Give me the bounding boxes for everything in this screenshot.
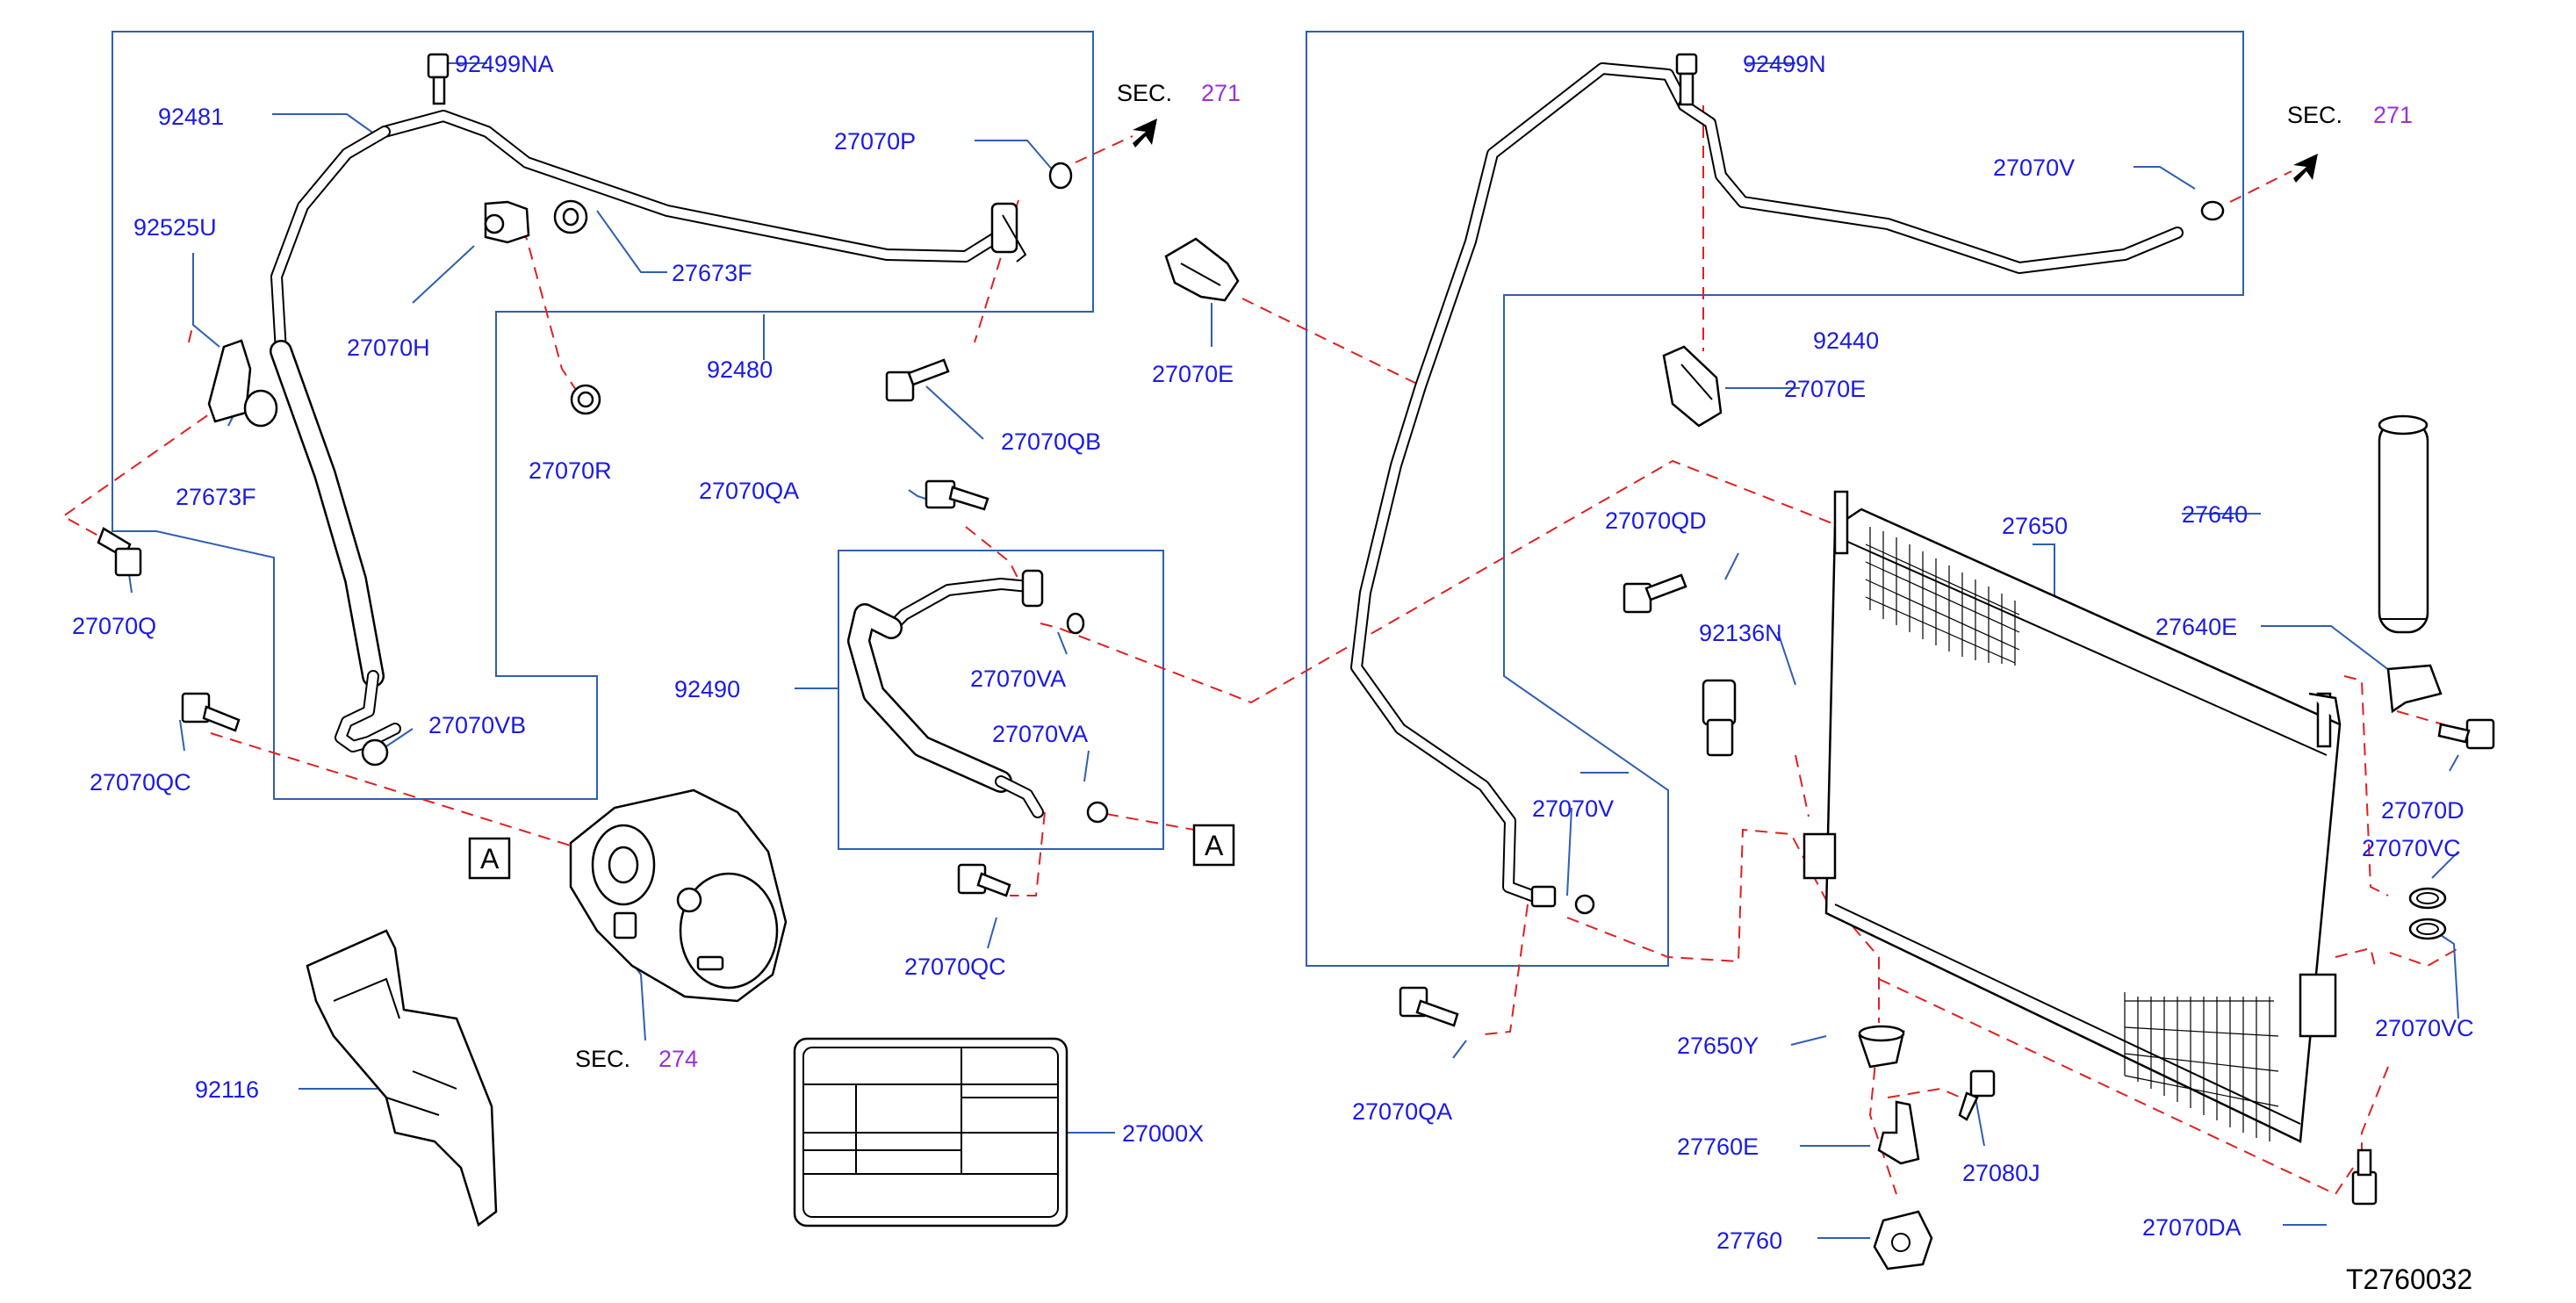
- o-rings-27070VC: [2408, 887, 2447, 940]
- marker-a-right: [1192, 824, 1235, 867]
- bolt-27070QB: [885, 358, 950, 402]
- condenser-27650: [1802, 490, 2342, 1143]
- label-92499N[interactable]: 92499N: [1743, 51, 1826, 77]
- label-27760E[interactable]: 27760E: [1677, 1134, 1759, 1160]
- label-27070H[interactable]: 27070H: [347, 335, 430, 361]
- bolt-27070DA: [2351, 1148, 2378, 1206]
- bolt-27070QA-top: [925, 479, 989, 511]
- compressor: [569, 788, 788, 1003]
- group-box-92440: [1306, 31, 2244, 967]
- label-27070P[interactable]: 27070P: [834, 128, 916, 155]
- sensor-92136N: [1702, 679, 1737, 757]
- label-92499NA[interactable]: 92499NA: [455, 51, 554, 77]
- receiver-drier-27640: [2378, 414, 2429, 634]
- bolt-27070D: [2437, 718, 2495, 750]
- label-27070QD[interactable]: 27070QD: [1605, 508, 1707, 534]
- label-27640[interactable]: 27640: [2182, 501, 2248, 528]
- label-27673F-left[interactable]: 27673F: [176, 484, 256, 510]
- label-27070VC-bottom[interactable]: 27070VC: [2375, 1015, 2474, 1041]
- bracket-92116: [306, 929, 498, 1227]
- marker-a-right-letter: A: [1205, 830, 1224, 861]
- label-92116[interactable]: 92116: [195, 1076, 259, 1103]
- label-27640E[interactable]: 27640E: [2155, 614, 2237, 640]
- label-plate-27000X: [793, 1037, 1069, 1227]
- screw-27080J: [1958, 1069, 1996, 1121]
- part-labels: 92499NA 92481 92525U 27070P 27673F 27070…: [72, 51, 2474, 1254]
- label-27080J[interactable]: 27080J: [1962, 1160, 2040, 1186]
- sec-number-271-right[interactable]: 271: [2373, 102, 2413, 128]
- pipe-92440: [1350, 53, 2225, 915]
- sec-prefix-271-right: SEC.: [2287, 102, 2342, 128]
- label-27070VA-top[interactable]: 27070VA: [970, 666, 1066, 692]
- label-27070D[interactable]: 27070D: [2381, 797, 2464, 824]
- bracket-27640E: [2386, 664, 2443, 714]
- group-box-92480: [112, 31, 1094, 800]
- label-27070VC-top[interactable]: 27070VC: [2362, 835, 2461, 861]
- label-27070E-left[interactable]: 27070E: [1152, 361, 1234, 387]
- label-27070VA-bottom[interactable]: 27070VA: [992, 721, 1088, 747]
- label-92481[interactable]: 92481: [158, 104, 224, 130]
- label-27650[interactable]: 27650: [2002, 513, 2068, 539]
- leader-lines: [126, 62, 2459, 1239]
- label-27070QA-top[interactable]: 27070QA: [699, 478, 799, 504]
- bracket-27760E: [1877, 1100, 1920, 1165]
- marker-a-left: [468, 837, 511, 880]
- section-references: SEC. 271 SEC. 271 SEC. 274: [575, 80, 2413, 1072]
- arrow-icon-sec-271-right: [2293, 154, 2318, 183]
- bolt-27070QA-bottom: [1399, 986, 1459, 1027]
- sec-prefix-271-left: SEC.: [1117, 80, 1172, 106]
- clip-27070E-left: [1164, 237, 1240, 302]
- sec-number-271-left[interactable]: 271: [1201, 80, 1241, 106]
- drawing-code: T2760032: [2346, 1263, 2472, 1295]
- label-27000X[interactable]: 27000X: [1122, 1120, 1204, 1147]
- marker-a-left-letter: A: [480, 843, 500, 875]
- label-27070QA-bottom[interactable]: 27070QA: [1352, 1098, 1452, 1125]
- label-27070R[interactable]: 27070R: [529, 457, 612, 484]
- label-92440[interactable]: 92440: [1813, 328, 1879, 354]
- bolt-27070QC-bottom: [957, 863, 1011, 897]
- bolt-27070Q: [97, 527, 142, 577]
- group-box-92490: [838, 550, 1164, 850]
- label-27070QC-bottom[interactable]: 27070QC: [904, 954, 1006, 980]
- hose-92480-parts: [207, 162, 1073, 767]
- bolt-27070QD: [1623, 573, 1687, 614]
- label-92136N[interactable]: 92136N: [1699, 620, 1782, 646]
- hose-92490: [847, 569, 1109, 824]
- label-27070Q[interactable]: 27070Q: [72, 613, 156, 639]
- bolt-27070QC-left: [181, 692, 241, 732]
- arrow-icon-sec-271-left: [1133, 119, 1157, 148]
- label-92490[interactable]: 92490: [674, 676, 740, 702]
- grommet-27650Y: [1858, 1025, 1905, 1069]
- horn-27760: [1873, 1210, 1933, 1271]
- label-27070VB[interactable]: 27070VB: [428, 712, 526, 738]
- label-27070V-bottom[interactable]: 27070V: [1532, 795, 1614, 822]
- label-27650Y[interactable]: 27650Y: [1677, 1033, 1759, 1059]
- label-92480[interactable]: 92480: [707, 356, 773, 383]
- label-27070E-right[interactable]: 27070E: [1784, 376, 1866, 402]
- condenser-fins: [1865, 527, 2279, 1141]
- label-27070DA[interactable]: 27070DA: [2142, 1214, 2241, 1241]
- hose-92481: [270, 53, 1014, 752]
- label-27070V-top[interactable]: 27070V: [1993, 155, 2075, 181]
- label-92525U[interactable]: 92525U: [133, 214, 217, 241]
- label-27070QC-left[interactable]: 27070QC: [90, 769, 191, 795]
- sec-prefix-274: SEC.: [575, 1046, 630, 1072]
- label-27673F-top[interactable]: 27673F: [672, 260, 752, 286]
- sec-number-274[interactable]: 274: [658, 1046, 698, 1072]
- label-27760[interactable]: 27760: [1716, 1227, 1782, 1254]
- label-27070QB[interactable]: 27070QB: [1001, 428, 1101, 455]
- clip-27070E-right: [1662, 345, 1723, 428]
